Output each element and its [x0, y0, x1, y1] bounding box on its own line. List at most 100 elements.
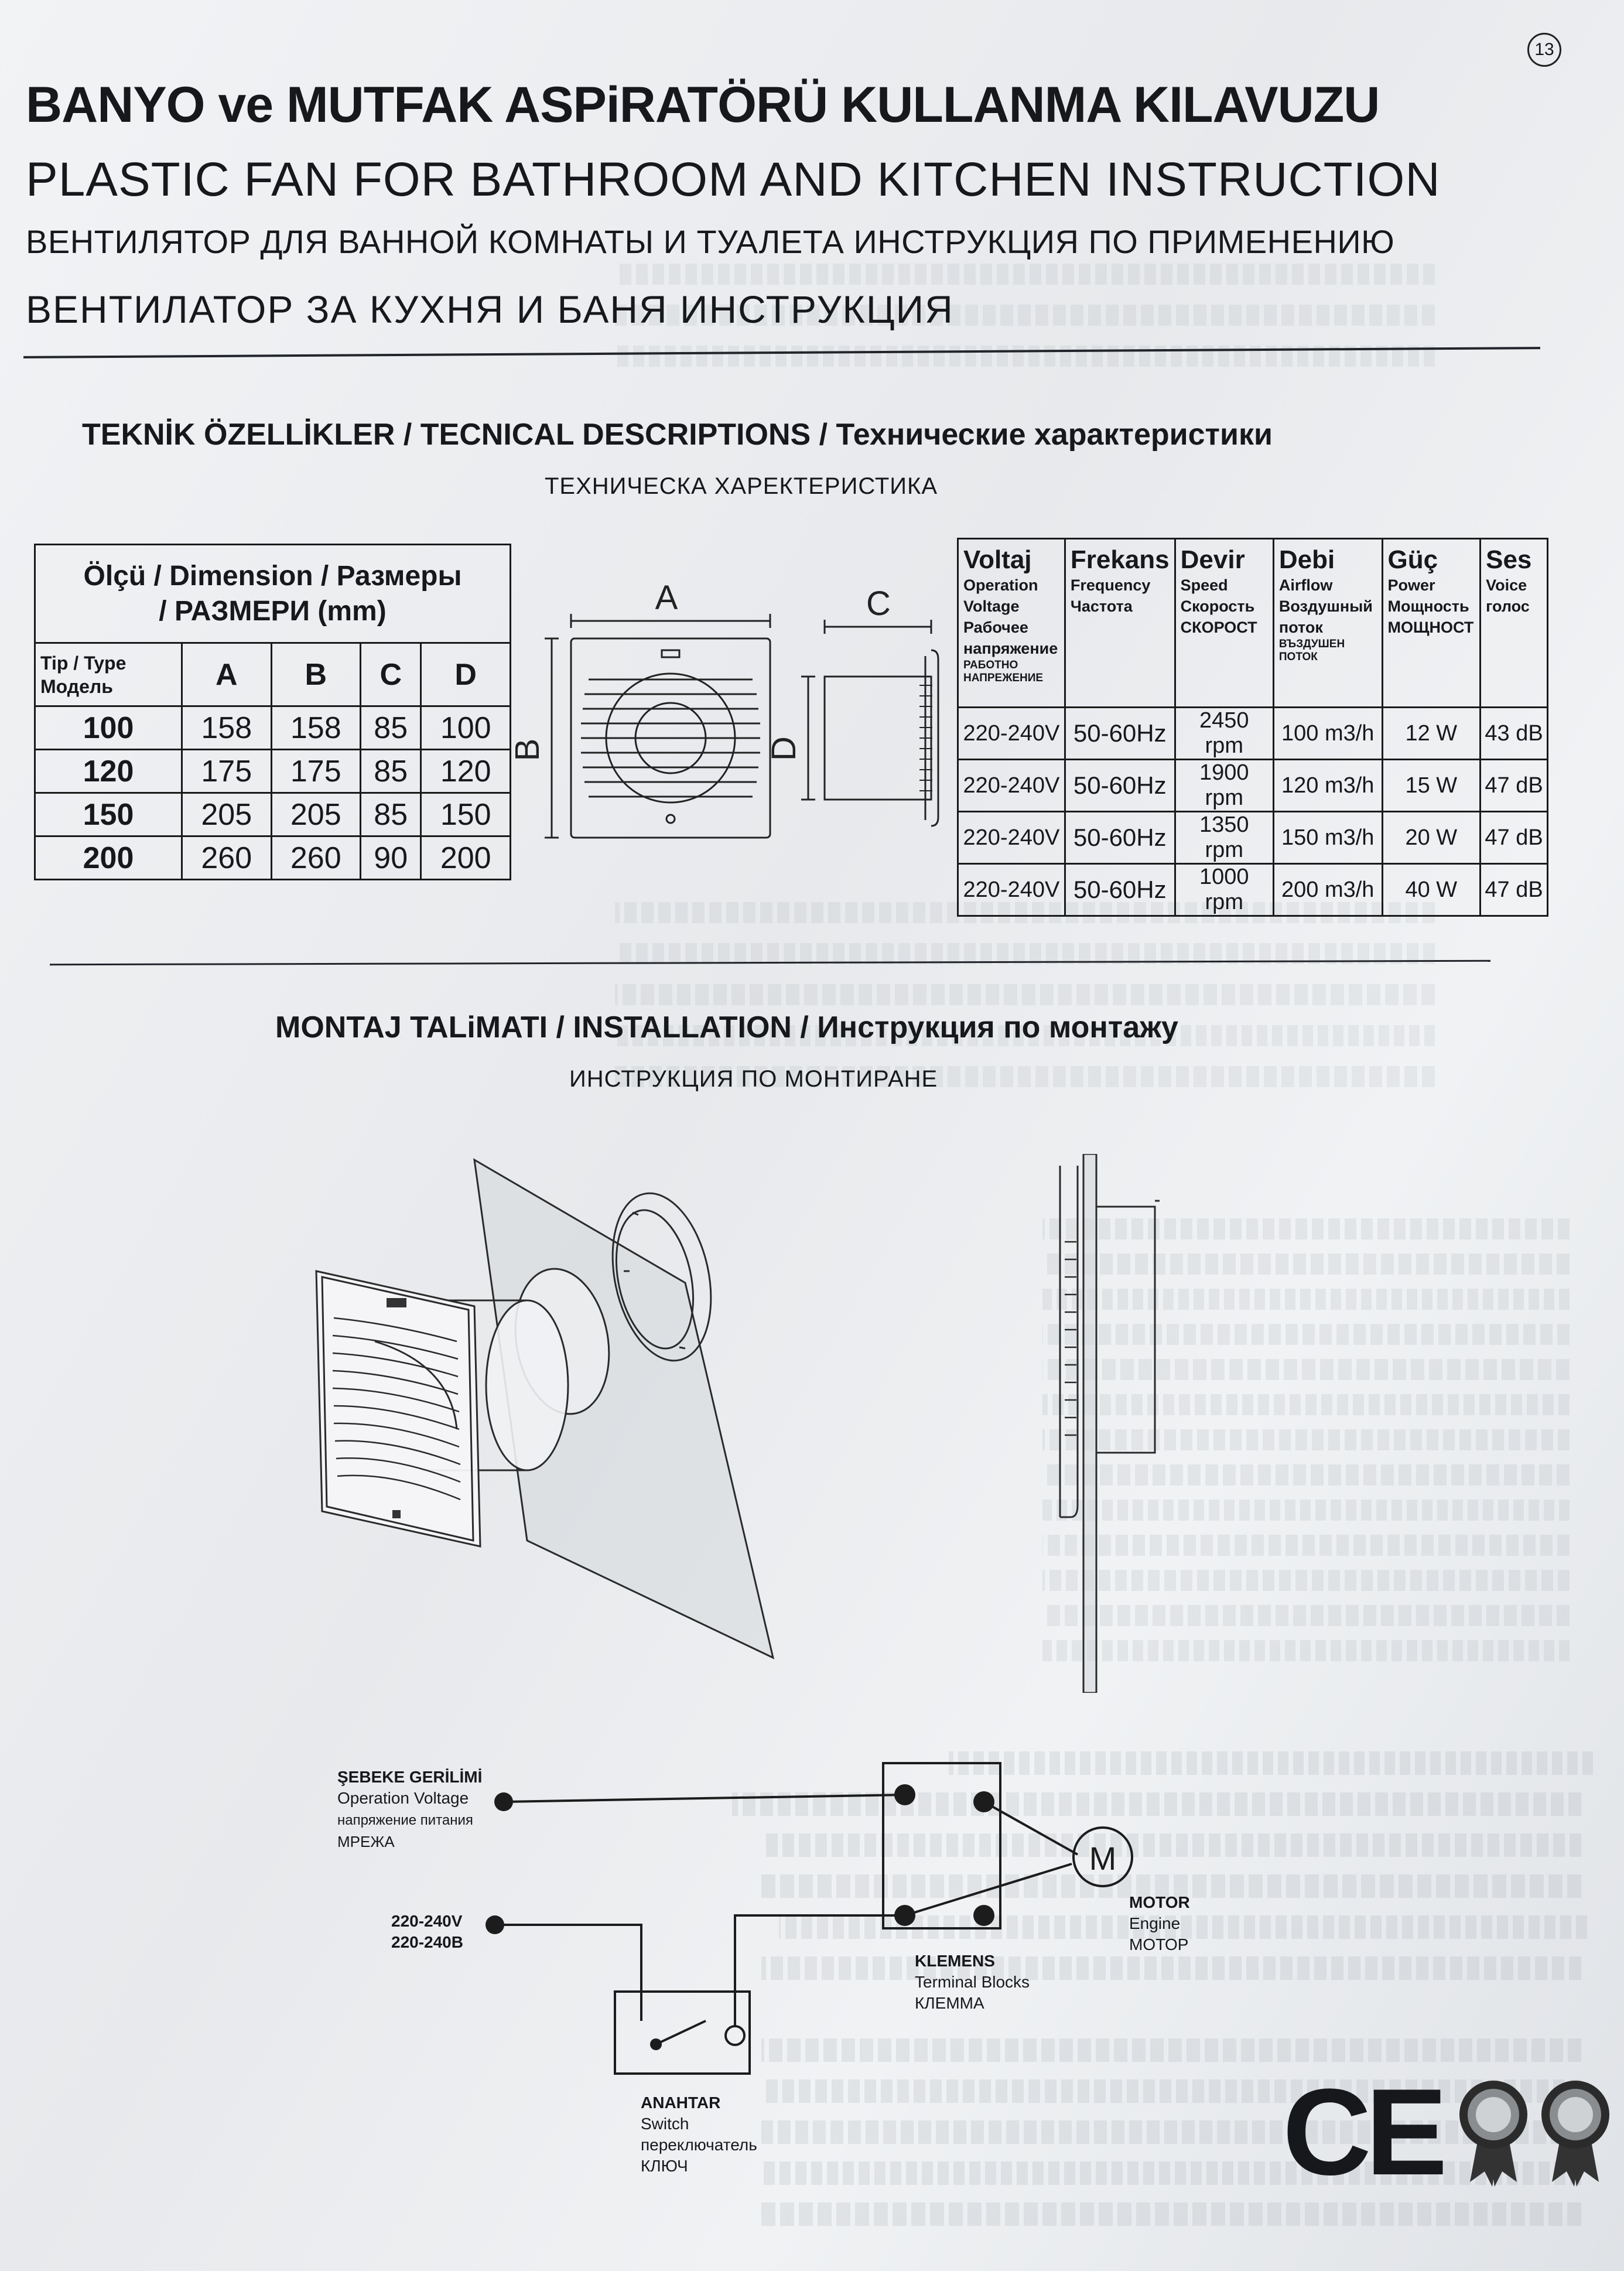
- dim-cell: 90: [360, 835, 422, 880]
- supply-label: ŞEBEKE GERİLİMİ Operation Voltage напряж…: [337, 1767, 482, 1852]
- spec-cell: 47 dB: [1479, 863, 1548, 917]
- terminal-label-ru: КЛЕММА: [915, 1994, 984, 2012]
- spec-cell: 47 dB: [1479, 811, 1548, 865]
- dim-cell: 120: [420, 749, 511, 794]
- spec-header-sub: СКОРОСТ: [1180, 619, 1257, 636]
- dim-header-a: A: [181, 642, 272, 707]
- spec-header-title: Debi: [1278, 545, 1335, 574]
- spec-cell: 220-240V: [957, 811, 1066, 865]
- tech-heading: TEKNİK ÖZELLİKLER / TECNICAL DESCRIPTION…: [82, 418, 1273, 452]
- dim-label-c: C: [866, 585, 891, 623]
- spec-cell: 47 dB: [1479, 759, 1548, 812]
- tech-subheading: ТЕХНИЧЕСКА ХАРЕКТЕРИСТИКА: [545, 473, 938, 499]
- dim-header-d: D: [420, 642, 511, 707]
- spec-cell: 12 W: [1381, 706, 1482, 760]
- dimension-caption: Ölçü / Dimension / Размеры / РАЗМЕРИ (mm…: [34, 544, 511, 644]
- fan-grille: [332, 1317, 461, 1501]
- type-cell: 120: [34, 749, 183, 794]
- dim-header-b: B: [270, 642, 362, 707]
- table-row: 220-240V 50-60Hz 1900 rpm 120 m3/h 15 W …: [957, 759, 1548, 812]
- spec-header-voice: Ses Voice голос: [1479, 538, 1548, 708]
- type-cell: 100: [34, 705, 183, 750]
- spec-header-frequency: Frekans Frequency Частота: [1064, 538, 1176, 708]
- switch-label-ru: переключатель: [641, 2136, 757, 2154]
- title-turkish: BANYO ve MUTFAK ASPiRATÖRÜ KULLANMA KILA…: [26, 77, 1380, 133]
- title-bulgarian: ВЕНТИЛАТОР ЗА КУХНЯ И БАНЯ ИНСТРУКЦИЯ: [26, 288, 954, 331]
- spec-cell: 1900 rpm: [1174, 759, 1274, 812]
- spec-header-sub: Operation: [963, 576, 1038, 594]
- spec-header-sub: Power: [1387, 576, 1435, 594]
- spec-table: Voltaj Operation Voltage Рабочее напряже…: [957, 538, 1548, 917]
- spec-header-sub: напряжение: [963, 640, 1058, 657]
- table-row: 220-240V 50-60Hz 2450 rpm 100 m3/h 12 W …: [957, 706, 1548, 760]
- spec-cell: 50-60Hz: [1064, 759, 1176, 812]
- switch-label-bg: КЛЮЧ: [641, 2157, 688, 2175]
- supply-label-tr: ŞEBEKE GERİLİMİ: [337, 1768, 483, 1786]
- terminal-block: [882, 1762, 1001, 1930]
- table-row: 200 260 260 90 200: [34, 835, 511, 880]
- motor-letter: M: [1089, 1840, 1117, 1877]
- side-view-body: [823, 675, 932, 801]
- table-row: 100 158 158 85 100: [34, 705, 511, 750]
- dim-cell: 85: [360, 792, 422, 837]
- table-row: 120 175 175 85 120: [34, 749, 511, 794]
- spec-cell: 40 W: [1381, 863, 1482, 917]
- dim-cell: 85: [360, 705, 422, 750]
- voltage-label-ru: 220-240В: [391, 1933, 463, 1951]
- spec-header-title: Güç: [1387, 545, 1438, 574]
- spec-cell: 43 dB: [1479, 706, 1548, 760]
- voltage-label: 220-240V 220-240В: [391, 1911, 463, 1953]
- spec-header-sub: МОЩНОСТ: [1387, 619, 1474, 636]
- motor-label-tr: MOTOR: [1129, 1893, 1190, 1911]
- spec-cell: 220-240V: [957, 759, 1066, 812]
- installation-heading: MONTAJ TALiMATI / INSTALLATION / Инструк…: [275, 1010, 1178, 1044]
- spec-header-sub: Voice: [1486, 576, 1527, 594]
- spec-header-title: Frekans: [1070, 545, 1170, 574]
- quality-seal-icon: [1541, 2081, 1609, 2187]
- spec-header-sub: Speed: [1180, 576, 1228, 594]
- spec-header-tiny: ВЪЗДУШЕН ПОТОК: [1278, 638, 1345, 663]
- dimension-table: Ölçü / Dimension / Размеры / РАЗМЕРИ (mm…: [34, 544, 511, 880]
- wiring-diagram: M: [486, 1762, 1133, 2075]
- spec-header-sub: Мощность: [1387, 597, 1469, 615]
- type-column-header: Tip / Type Модель: [34, 642, 183, 707]
- spec-header-title: Devir: [1180, 545, 1245, 574]
- dim-label-b: B: [515, 739, 546, 761]
- dim-cell: 100: [420, 705, 511, 750]
- quality-seals: [1459, 2081, 1609, 2187]
- dim-cell: 260: [270, 835, 362, 880]
- title-english: PLASTIC FAN FOR BATHROOM AND KITCHEN INS…: [26, 153, 1441, 206]
- spec-header-sub: голос: [1486, 597, 1530, 615]
- dimension-drawing: A C B D: [515, 579, 939, 839]
- spec-cell: 2450 rpm: [1174, 706, 1274, 760]
- dim-cell: 175: [270, 749, 362, 794]
- spec-cell: 1000 rpm: [1174, 863, 1274, 917]
- supply-label-en: Operation Voltage: [337, 1789, 469, 1807]
- supply-label-bg: МРЕЖА: [337, 1833, 395, 1850]
- spec-header-sub: Frequency: [1070, 576, 1151, 594]
- dim-cell: 200: [420, 835, 511, 880]
- dim-cell: 85: [360, 749, 422, 794]
- dimension-caption-line2: / РАЗМЕРИ (mm): [159, 595, 387, 627]
- installation-side-drawing: [1059, 1154, 1160, 1693]
- dim-cell: 205: [270, 792, 362, 837]
- ce-mark: CE: [1283, 2063, 1448, 2201]
- installation-isometric-drawing: [315, 1158, 775, 1659]
- dim-cell: 158: [181, 705, 272, 750]
- spec-cell: 150 m3/h: [1272, 811, 1383, 865]
- page-number-badge: 13: [1527, 33, 1561, 67]
- dimension-caption-line1: Ölçü / Dimension / Размеры: [83, 560, 462, 592]
- switch-box: [614, 1990, 751, 2075]
- spec-header-airflow: Debi Airflow Воздушный поток ВЪЗДУШЕН ПО…: [1272, 538, 1383, 708]
- title-russian: ВЕНТИЛЯТОР ДЛЯ ВАННОЙ КОМНАТЫ И ТУАЛЕТА …: [26, 223, 1395, 260]
- switch-label: ANAHTAR Switch переключатель КЛЮЧ: [641, 2092, 757, 2177]
- dim-cell: 260: [181, 835, 272, 880]
- dim-label-d: D: [765, 736, 803, 761]
- page-number: 13: [1534, 40, 1554, 59]
- voltage-label-en: 220-240V: [391, 1912, 463, 1930]
- table-row: 220-240V 50-60Hz 1350 rpm 150 m3/h 20 W …: [957, 811, 1548, 865]
- spec-header-sub: Airflow: [1278, 576, 1333, 594]
- table-row: 220-240V 50-60Hz 1000 rpm 200 m3/h 40 W …: [957, 863, 1548, 917]
- installation-subheading: ИНСТРУКЦИЯ ПО МОНТИРАНЕ: [569, 1066, 938, 1092]
